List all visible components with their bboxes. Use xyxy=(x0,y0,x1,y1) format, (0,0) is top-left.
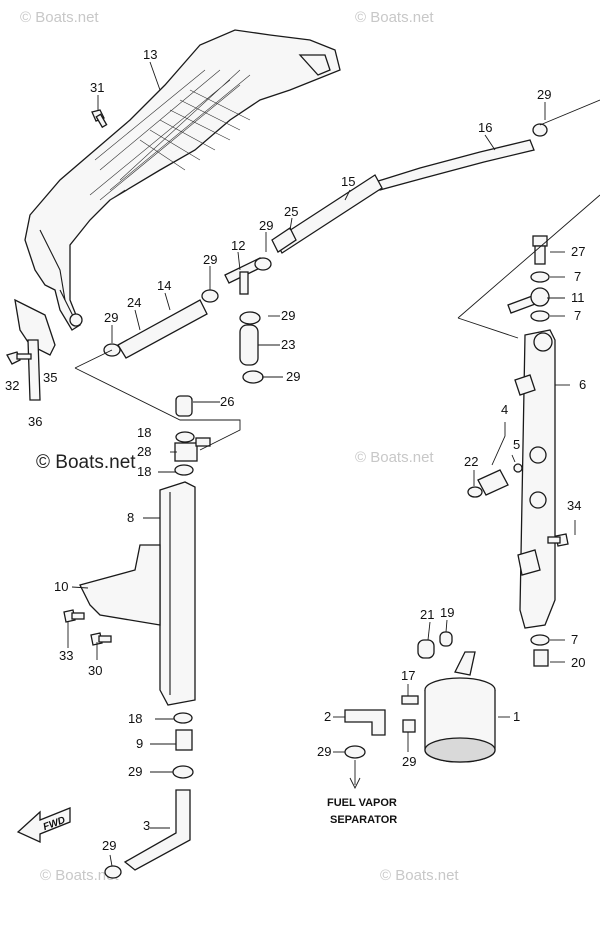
callout-24: 24 xyxy=(127,295,141,310)
callout-29: 29 xyxy=(317,744,331,759)
callout-22: 22 xyxy=(464,454,478,469)
watermark-top-right: © Boats.net xyxy=(355,9,434,26)
callout-13: 13 xyxy=(143,47,157,62)
watermark-top-left: © Boats.net xyxy=(20,9,99,26)
callouts: 13 31 29 16 15 25 29 12 29 14 24 29 29 2… xyxy=(5,47,586,853)
callout-5: 5 xyxy=(513,437,520,452)
part-10-bracket xyxy=(79,544,161,626)
callout-14: 14 xyxy=(157,278,171,293)
part-30-bolt xyxy=(90,632,112,646)
callout-18: 18 xyxy=(137,425,151,440)
part-34-bolt xyxy=(547,533,569,547)
callout-11: 11 xyxy=(571,290,585,305)
callout-2: 2 xyxy=(324,709,331,724)
fwd-arrow: FWD xyxy=(16,807,71,844)
callout-16: 16 xyxy=(478,120,492,135)
callout-29: 29 xyxy=(259,218,273,233)
part-7-washers xyxy=(530,271,550,646)
part-6-fuel-rail xyxy=(514,329,556,629)
callout-12: 12 xyxy=(231,238,245,253)
callout-27: 27 xyxy=(571,244,585,259)
part-1-vapor-separator xyxy=(424,651,496,763)
part-28-fitting xyxy=(174,431,211,462)
callout-21: 21 xyxy=(420,607,434,622)
callout-29: 29 xyxy=(203,252,217,267)
part-13-cover xyxy=(24,29,341,331)
callout-34: 34 xyxy=(567,498,581,513)
callout-29: 29 xyxy=(286,369,300,384)
callout-30: 30 xyxy=(88,663,102,678)
reference-lines xyxy=(74,99,600,451)
watermark-bottom-right: © Boats.net xyxy=(380,867,459,884)
fuel-vapor-label-line1: FUEL VAPOR xyxy=(327,797,397,809)
part-18-washers xyxy=(173,464,194,724)
callout-29: 29 xyxy=(104,310,118,325)
part-17-bolt xyxy=(401,695,419,705)
callout-10: 10 xyxy=(54,579,68,594)
watermark-bottom-left: © Boats.net xyxy=(40,867,119,884)
callout-26: 26 xyxy=(220,394,234,409)
fuel-vapor-label-line2: SEPARATOR xyxy=(330,814,397,826)
part-33-bolt xyxy=(63,609,85,623)
callout-29: 29 xyxy=(537,87,551,102)
part-23-hose xyxy=(239,324,259,366)
part-21-grommet xyxy=(417,639,435,659)
callout-32: 32 xyxy=(5,378,19,393)
watermark-mid-right: © Boats.net xyxy=(355,449,434,466)
part-2-hose xyxy=(344,709,386,736)
callout-6: 6 xyxy=(579,377,586,392)
part-31-bolt xyxy=(91,109,108,129)
callout-33: 33 xyxy=(59,648,73,663)
callout-28: 28 xyxy=(137,444,151,459)
part-9-fitting xyxy=(175,729,193,751)
part-27-bolt xyxy=(532,235,548,265)
callout-18: 18 xyxy=(128,711,142,726)
part-29-clamps xyxy=(103,123,548,879)
callout-17: 17 xyxy=(401,668,415,683)
part-32-bolt xyxy=(6,351,32,365)
callout-7: 7 xyxy=(574,269,581,284)
callout-29: 29 xyxy=(402,754,416,769)
callout-29: 29 xyxy=(128,764,142,779)
callout-1: 1 xyxy=(513,709,520,724)
callout-31: 31 xyxy=(90,80,104,95)
callout-23: 23 xyxy=(281,337,295,352)
callout-7: 7 xyxy=(574,308,581,323)
callout-7: 7 xyxy=(571,632,578,647)
part-20-plug xyxy=(533,649,549,667)
callout-35: 35 xyxy=(43,370,57,385)
part-14-pipe xyxy=(117,299,208,359)
callout-9: 9 xyxy=(136,736,143,751)
part-4-injector xyxy=(467,463,523,498)
callout-19: 19 xyxy=(440,605,454,620)
callout-29: 29 xyxy=(281,308,295,323)
part-8-rail xyxy=(159,481,196,706)
callout-15: 15 xyxy=(341,174,355,189)
part-19-cap xyxy=(439,631,453,647)
callout-29: 29 xyxy=(102,838,116,853)
callout-36: 36 xyxy=(28,414,42,429)
watermark-center-left: © Boats.net xyxy=(36,452,136,473)
part-11-banjo xyxy=(507,287,550,314)
callout-8: 8 xyxy=(127,510,134,525)
callout-25: 25 xyxy=(284,204,298,219)
callout-4: 4 xyxy=(501,402,508,417)
part-16-hose xyxy=(374,139,535,191)
part-3-hose xyxy=(123,789,191,871)
callout-20: 20 xyxy=(571,655,585,670)
leader-lines xyxy=(67,61,576,867)
part-35-36-bracket xyxy=(14,298,56,401)
callout-3: 3 xyxy=(143,818,150,833)
part-25-pipe-end xyxy=(271,227,297,253)
callout-18: 18 xyxy=(137,464,151,479)
part-26-bolt xyxy=(175,395,193,417)
